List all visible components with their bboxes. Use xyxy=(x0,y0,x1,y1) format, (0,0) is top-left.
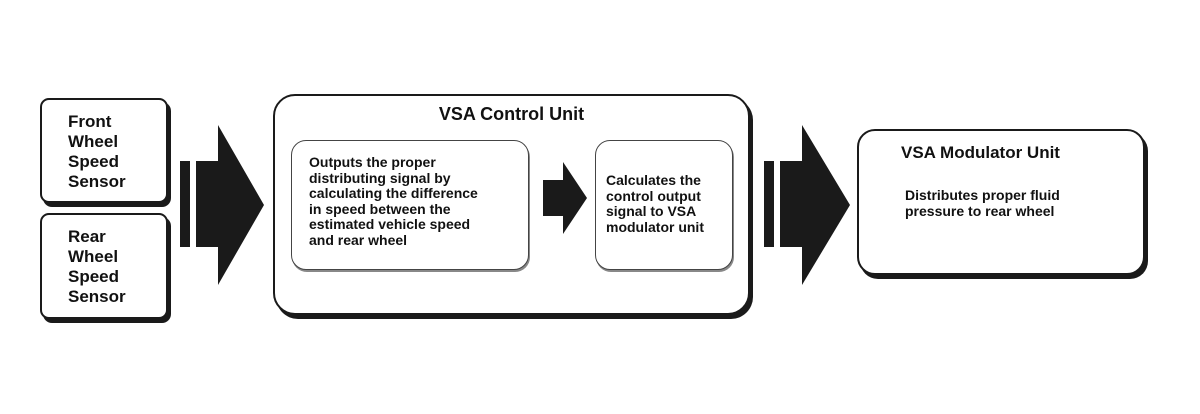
vsa-control-unit-box: VSA Control Unit Outputs the proper dist… xyxy=(273,94,750,315)
rear-sensor-label: Rear Wheel Speed Sensor xyxy=(68,227,126,306)
control-output-text: Calculates the control output signal to … xyxy=(606,172,704,235)
inner-flow-arrow-icon xyxy=(543,162,587,234)
control-output-block: Calculates the control output signal to … xyxy=(595,140,733,270)
control-unit-title: VSA Control Unit xyxy=(438,104,585,124)
control-to-modulator-arrow-icon xyxy=(764,125,850,285)
modulator-unit-title: VSA Modulator Unit xyxy=(901,143,1060,162)
front-sensor-label: Front Wheel Speed Sensor xyxy=(68,112,126,191)
front-wheel-speed-sensor-box: Front Wheel Speed Sensor xyxy=(40,98,168,203)
modulator-unit-description: Distributes proper fluid pressure to rea… xyxy=(905,187,1060,219)
vsa-modulator-unit-box: VSA Modulator Unit Distributes proper fl… xyxy=(857,129,1145,275)
rear-wheel-speed-sensor-box: Rear Wheel Speed Sensor xyxy=(40,213,168,319)
signal-distribution-text: Outputs the proper distributing signal b… xyxy=(309,154,478,248)
signal-distribution-block: Outputs the proper distributing signal b… xyxy=(291,140,529,270)
sensors-to-control-arrow-icon xyxy=(180,125,264,285)
